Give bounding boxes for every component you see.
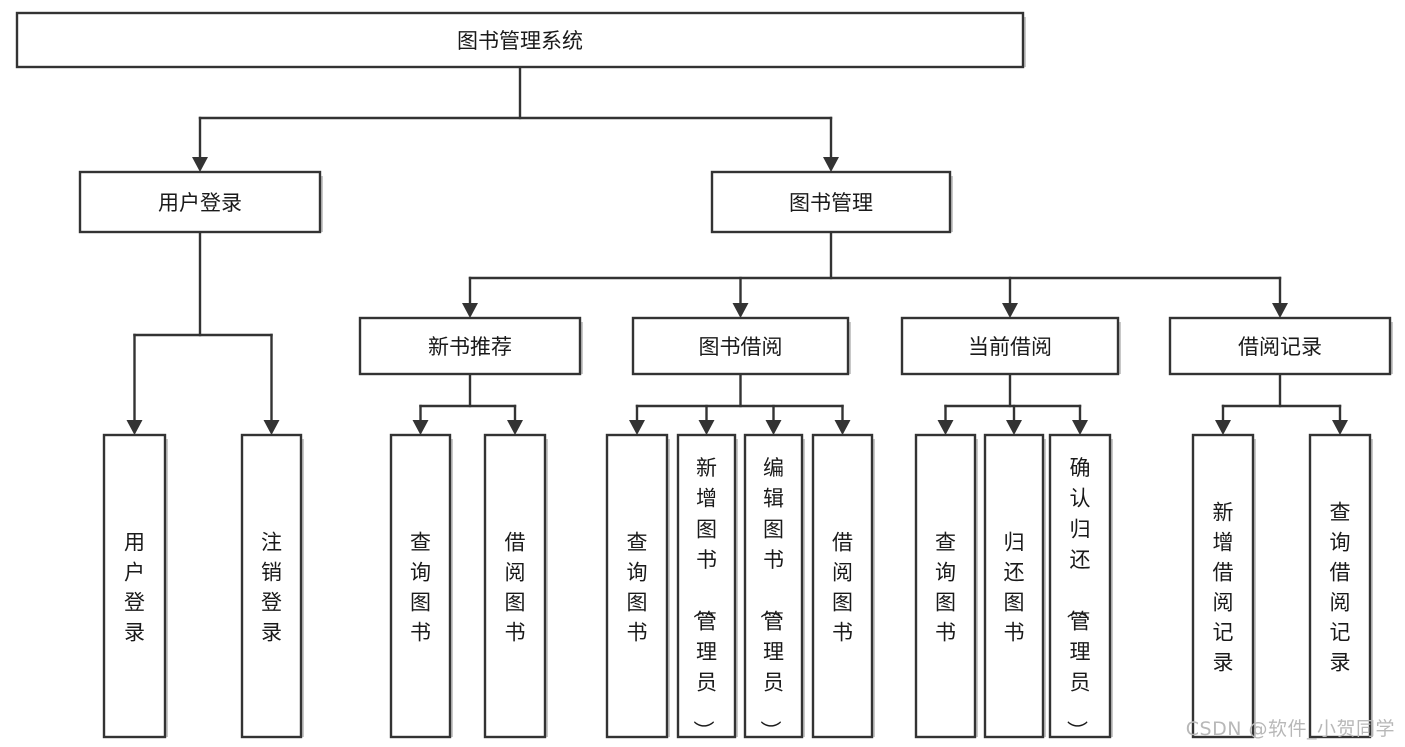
node-label: 新书推荐	[428, 335, 512, 359]
node-level3-0[interactable]: 新书推荐	[358, 316, 583, 376]
user-login-branch-1-arrowhead	[263, 420, 280, 435]
node-rect	[102, 433, 167, 739]
leaf-label: 查询图书	[935, 530, 956, 644]
leaf-label: 查询图书	[627, 530, 648, 644]
node-rect	[1168, 316, 1392, 376]
l3-0-branch-1-arrowhead	[507, 420, 523, 435]
l3-2-branch-1-arrowhead	[1006, 420, 1022, 435]
leaf-label: 编辑图书（管理员）	[758, 456, 784, 741]
l3-1-branch-2-arrowhead	[765, 420, 782, 435]
node-label: 图书管理	[789, 191, 873, 215]
node-level2-0[interactable]: 用户登录	[78, 170, 323, 234]
node-rect	[811, 433, 874, 739]
node-rect	[900, 316, 1120, 376]
leaf-node[interactable]: 新增借阅记录	[1191, 433, 1256, 739]
node-rect	[1048, 433, 1112, 739]
l3-0-branch-0-arrowhead	[412, 420, 429, 435]
book-mgmt-branch-1-arrowhead	[732, 303, 749, 318]
node-rect	[358, 316, 582, 376]
leaf-node[interactable]: 查询借阅记录	[1308, 433, 1373, 739]
connectors-layer	[126, 65, 1348, 435]
leaf-node[interactable]: 用户登录	[102, 433, 168, 739]
book-mgmt-branch-0-arrowhead	[462, 303, 478, 318]
leaf-node[interactable]: 查询图书	[605, 433, 670, 739]
leaf-label: 借阅图书	[505, 530, 526, 644]
node-label: 图书管理系统	[457, 29, 583, 53]
l3-2-branch-0-arrowhead	[937, 420, 954, 435]
leaf-node[interactable]: 借阅图书	[483, 433, 548, 739]
node-label: 图书借阅	[699, 335, 783, 359]
leaf-label: 归还图书	[1004, 530, 1025, 644]
leaf-label: 注销登录	[261, 530, 282, 644]
leaf-node[interactable]: 新增图书（管理员）	[676, 433, 738, 741]
root-branch-1-arrowhead	[823, 157, 839, 172]
leaf-node[interactable]: 注销登录	[240, 433, 304, 739]
watermark-csdn: CSDN @软件_小贺同学	[1185, 718, 1395, 740]
node-level3-1[interactable]: 图书借阅	[631, 316, 851, 376]
leaf-node[interactable]: 编辑图书（管理员）	[743, 433, 805, 741]
leaf-label: 查询借阅记录	[1330, 500, 1351, 674]
l3-1-branch-0-arrowhead	[629, 420, 645, 435]
leaf-node[interactable]: 归还图书	[983, 433, 1046, 739]
leaf-label: 用户登录	[124, 530, 145, 644]
node-level3-2[interactable]: 当前借阅	[900, 316, 1121, 376]
leaf-node[interactable]: 查询图书	[389, 433, 453, 739]
node-rect	[914, 433, 977, 739]
l3-3-branch-1-arrowhead	[1332, 420, 1348, 435]
node-rect	[676, 433, 737, 739]
l3-3-branch-0-arrowhead	[1215, 420, 1231, 435]
node-rect	[240, 433, 303, 739]
node-label: 借阅记录	[1238, 335, 1322, 359]
book-mgmt-branch-2-arrowhead	[1002, 303, 1018, 318]
node-rect	[15, 11, 1025, 69]
node-rect	[605, 433, 669, 739]
node-label: 用户登录	[158, 191, 242, 215]
node-label: 当前借阅	[968, 335, 1052, 359]
node-rect	[631, 316, 850, 376]
leaf-label: 查询图书	[410, 530, 431, 644]
l3-1-branch-3-arrowhead	[834, 420, 851, 435]
root-branch-0-arrowhead	[192, 157, 208, 172]
leaf-label: 新增借阅记录	[1213, 500, 1234, 674]
leaf-node[interactable]: 确认归还（管理员）	[1048, 433, 1113, 741]
node-rect	[483, 433, 547, 739]
node-level2-1[interactable]: 图书管理	[710, 170, 953, 234]
node-rect	[983, 433, 1045, 739]
node-rect	[1191, 433, 1255, 739]
leaf-label: 确认归还（管理员）	[1065, 456, 1091, 741]
l3-1-branch-1-arrowhead	[698, 420, 715, 435]
node-level3-3[interactable]: 借阅记录	[1168, 316, 1393, 376]
node-rect	[710, 170, 952, 234]
leaf-label: 新增图书（管理员）	[691, 456, 717, 741]
node-rect	[1308, 433, 1372, 739]
node-rect	[389, 433, 452, 739]
user-login-branch-0-arrowhead	[126, 420, 143, 435]
leaf-label: 借阅图书	[832, 530, 853, 644]
leaf-node[interactable]: 查询图书	[914, 433, 978, 739]
l3-2-branch-2-arrowhead	[1072, 420, 1088, 435]
node-rect	[743, 433, 804, 739]
book-mgmt-branch-3-arrowhead	[1272, 303, 1288, 318]
nodes-layer: 图书管理系统用户登录图书管理新书推荐图书借阅当前借阅借阅记录用户登录注销登录查询…	[15, 11, 1393, 741]
node-rect	[78, 170, 322, 234]
leaf-node[interactable]: 借阅图书	[811, 433, 875, 739]
node-root-图书管理系统[interactable]: 图书管理系统	[15, 11, 1026, 69]
